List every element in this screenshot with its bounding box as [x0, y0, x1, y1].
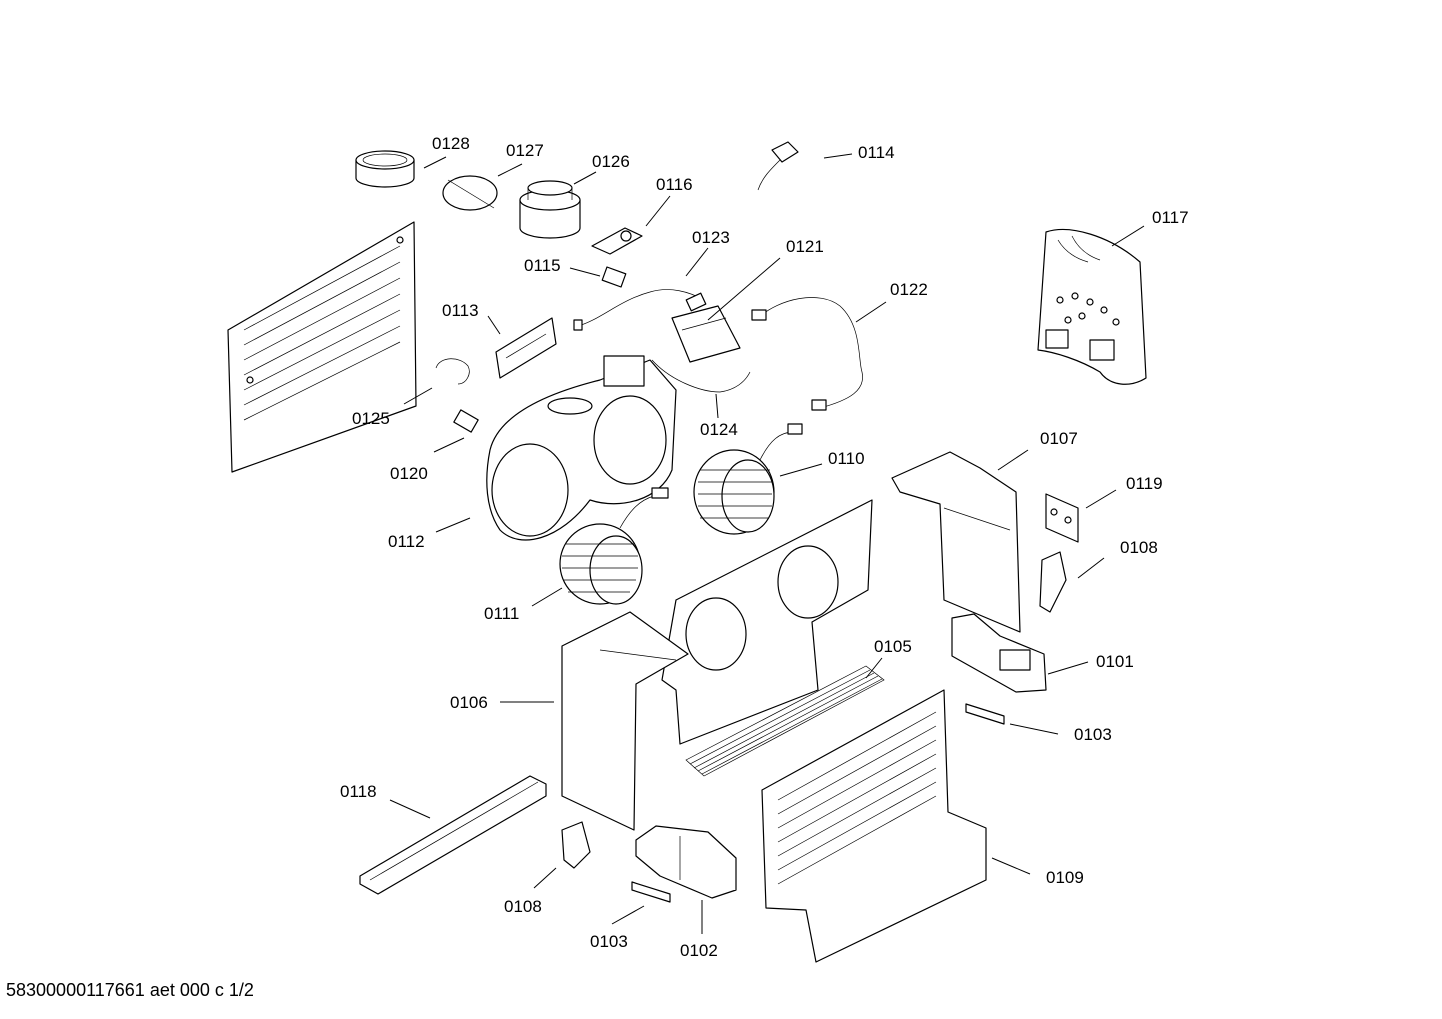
part-0125-sensor	[435, 358, 470, 385]
part-0128-duct-collar	[355, 150, 415, 188]
callout-0110: 0110	[828, 449, 865, 468]
callout-0105: 0105	[874, 637, 912, 656]
part-0115-connector	[601, 266, 627, 288]
callout-0125: 0125	[352, 409, 390, 428]
callout-0118: 0118	[340, 782, 377, 801]
part-0109-front-panel	[761, 689, 987, 963]
part-0105-grille	[685, 665, 885, 777]
callout-0117: 0117	[1152, 208, 1189, 227]
callout-0122: 0122	[890, 280, 928, 299]
callout-0116: 0116	[656, 175, 693, 194]
callout-0102: 0102	[680, 941, 718, 960]
callout-0108-right: 0108	[1120, 538, 1158, 557]
part-0119-plate	[1045, 493, 1079, 543]
part-0116-bracket	[591, 227, 643, 255]
callout-0101: 0101	[1096, 652, 1134, 671]
part-0102-switch-block	[635, 825, 737, 899]
callout-0128: 0128	[432, 134, 470, 153]
callout-0115: 0115	[524, 256, 561, 275]
part-0108-holder-right	[1039, 551, 1067, 613]
part-0114-mains-plug	[757, 141, 799, 191]
part-0110-fan-wheel	[693, 423, 803, 535]
part-back-panel	[227, 221, 417, 473]
part-0124-harness	[651, 359, 751, 393]
part-0103-slider-right	[965, 703, 1005, 725]
part-0106-side-housing	[561, 611, 689, 831]
callout-0108-bottom: 0108	[504, 897, 542, 916]
part-0121-control-board	[671, 305, 741, 363]
callout-0124: 0124	[700, 420, 738, 439]
callout-0106: 0106	[450, 693, 488, 712]
part-0123-wiring-harness	[573, 289, 707, 331]
part-0108-holder-bottom	[561, 821, 591, 869]
callout-0119: 0119	[1126, 474, 1163, 493]
callout-0121: 0121	[786, 237, 824, 256]
part-0126-duct-adaptor	[519, 180, 581, 239]
part-0127-damper-flap	[442, 175, 498, 211]
part-0107-side-bracket	[891, 451, 1021, 633]
part-0120-capacitor	[453, 409, 479, 433]
callout-0120: 0120	[390, 464, 428, 483]
callout-0107: 0107	[1040, 429, 1078, 448]
callout-0123: 0123	[692, 228, 730, 247]
callout-labels: 0128 0127 0126 0116 0123 0115 0121 0114 …	[340, 134, 1189, 960]
part-motor-plate	[661, 499, 873, 745]
callout-0126: 0126	[592, 152, 630, 171]
part-0101-switch-unit	[951, 613, 1047, 693]
document-reference-footer: 58300000117661 aet 000 c 1/2	[6, 980, 254, 1000]
part-0122-cable	[751, 297, 863, 411]
callout-0103-bottom: 0103	[590, 932, 628, 951]
part-0103-slider-bottom	[631, 881, 671, 903]
part-0118-profile-strip	[359, 775, 547, 895]
callout-0109: 0109	[1046, 868, 1084, 887]
part-0111-fan-wheel	[559, 487, 669, 605]
leader-lines	[389, 153, 1145, 934]
part-0113-pcb	[495, 317, 557, 379]
callout-0127: 0127	[506, 141, 544, 160]
part-0117-fixing-kit	[1037, 228, 1147, 385]
callout-0113: 0113	[442, 301, 479, 320]
callout-0112: 0112	[388, 532, 425, 551]
callout-0114: 0114	[858, 143, 895, 162]
callout-0103-right: 0103	[1074, 725, 1112, 744]
part-0112-fan-housing	[486, 355, 677, 541]
callout-0111: 0111	[484, 604, 519, 623]
